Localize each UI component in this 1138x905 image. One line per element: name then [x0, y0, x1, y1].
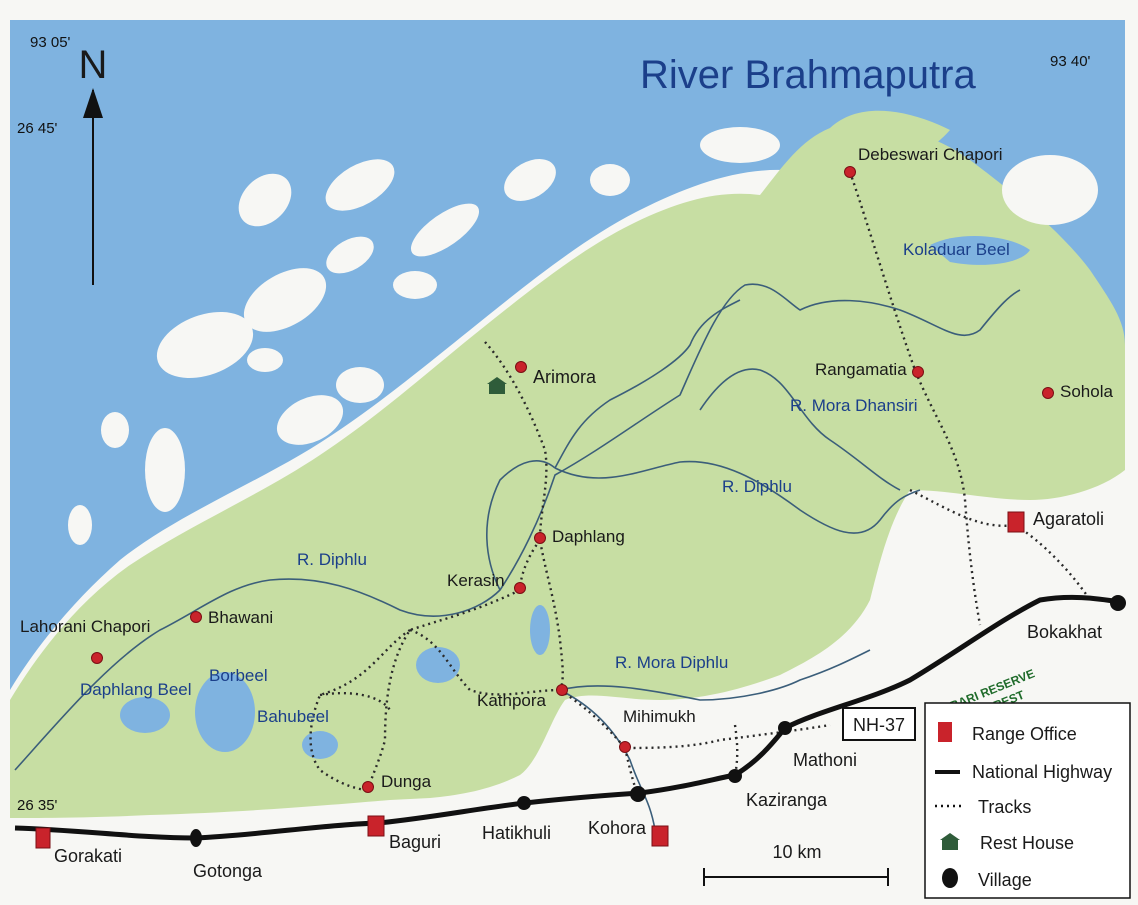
range-office-icon	[1007, 511, 1025, 533]
label-bhawani: Bhawani	[208, 608, 273, 627]
label-kerasin: Kerasin	[447, 571, 505, 590]
water-labels: Koladuar Beel R. Mora Dhansiri R. Diphlu…	[80, 240, 1010, 726]
village-icon	[517, 796, 531, 810]
label-lahorani-chapori: Lahorani Chapori	[20, 617, 150, 636]
coord-bottom-left-lat: 26 35'	[17, 797, 58, 814]
sandbars	[68, 110, 1098, 545]
range-office-icon	[938, 722, 952, 742]
label-gotonga: Gotonga	[193, 861, 263, 881]
village-icon	[1110, 595, 1126, 611]
legend-label-national-highway: National Highway	[972, 762, 1112, 782]
highway-label: NH-37	[842, 707, 916, 741]
label-sohola: Sohola	[1060, 382, 1113, 401]
rest-house-icon	[940, 833, 960, 850]
label-dunga: Dunga	[381, 772, 432, 791]
place-dots	[91, 166, 1054, 793]
place-labels: Debeswari Chapori Arimora Rangamatia Soh…	[20, 145, 1113, 881]
label-bokakhat: Bokakhat	[1027, 622, 1102, 642]
north-arrow: N	[79, 43, 108, 285]
label-koladuar-beel: Koladuar Beel	[903, 240, 1010, 259]
label-r-mora-diphlu: R. Mora Diphlu	[615, 653, 728, 672]
legend-label-village: Village	[978, 870, 1032, 890]
svg-text:10 km: 10 km	[772, 842, 821, 862]
svg-text:NH-37: NH-37	[853, 715, 905, 735]
label-agaratoli: Agaratoli	[1033, 509, 1104, 529]
label-kohora: Kohora	[588, 818, 647, 838]
legend-label-rest-house: Rest House	[980, 833, 1074, 853]
svg-text:N: N	[79, 43, 108, 87]
label-kaziranga: Kaziranga	[746, 790, 828, 810]
label-rangamatia: Rangamatia	[815, 360, 907, 379]
scale-bar: 10 km	[703, 842, 889, 886]
label-bahubeel: Bahubeel	[257, 707, 329, 726]
label-daphlang-beel: Daphlang Beel	[80, 680, 192, 699]
rivers	[14, 283, 1021, 831]
range-office-icon	[367, 815, 385, 837]
label-r-diphlu-east: R. Diphlu	[722, 477, 792, 496]
label-r-diphlu-west: R. Diphlu	[297, 550, 367, 569]
coord-top-left-lon: 93 05'	[30, 34, 71, 51]
label-debeswari-chapori: Debeswari Chapori	[858, 145, 1003, 164]
label-daphlang: Daphlang	[552, 527, 625, 546]
map-title: River Brahmaputra	[640, 53, 976, 97]
village-icon	[728, 769, 742, 783]
label-gorakati: Gorakati	[54, 846, 122, 866]
legend-label-tracks: Tracks	[978, 797, 1031, 817]
range-offices	[35, 511, 1025, 849]
label-borbeel: Borbeel	[209, 666, 268, 685]
villages	[190, 595, 1126, 847]
label-kathpora: Kathpora	[477, 691, 547, 710]
legend-label-range-office: Range Office	[972, 724, 1077, 744]
beels	[120, 235, 1030, 759]
label-hatikhuli: Hatikhuli	[482, 823, 551, 843]
land-area	[10, 124, 1125, 819]
rest-house-icon	[487, 377, 507, 394]
range-office-icon	[651, 825, 669, 847]
label-mathoni: Mathoni	[793, 750, 857, 770]
coord-top-right-lon: 93 40'	[1050, 53, 1091, 70]
coord-top-left-lat: 26 45'	[17, 120, 58, 137]
label-baguri: Baguri	[389, 832, 441, 852]
national-highway	[14, 594, 1121, 841]
label-mihimukh: Mihimukh	[623, 707, 696, 726]
village-icon	[190, 829, 202, 847]
legend: Range Office National Highway Tracks Res…	[924, 702, 1131, 899]
village-icon	[630, 786, 646, 802]
village-icon	[942, 868, 958, 888]
label-r-mora-dhansiri: R. Mora Dhansiri	[790, 396, 918, 415]
label-arimora: Arimora	[533, 367, 597, 387]
village-icon	[778, 721, 792, 735]
range-office-icon	[35, 827, 51, 849]
